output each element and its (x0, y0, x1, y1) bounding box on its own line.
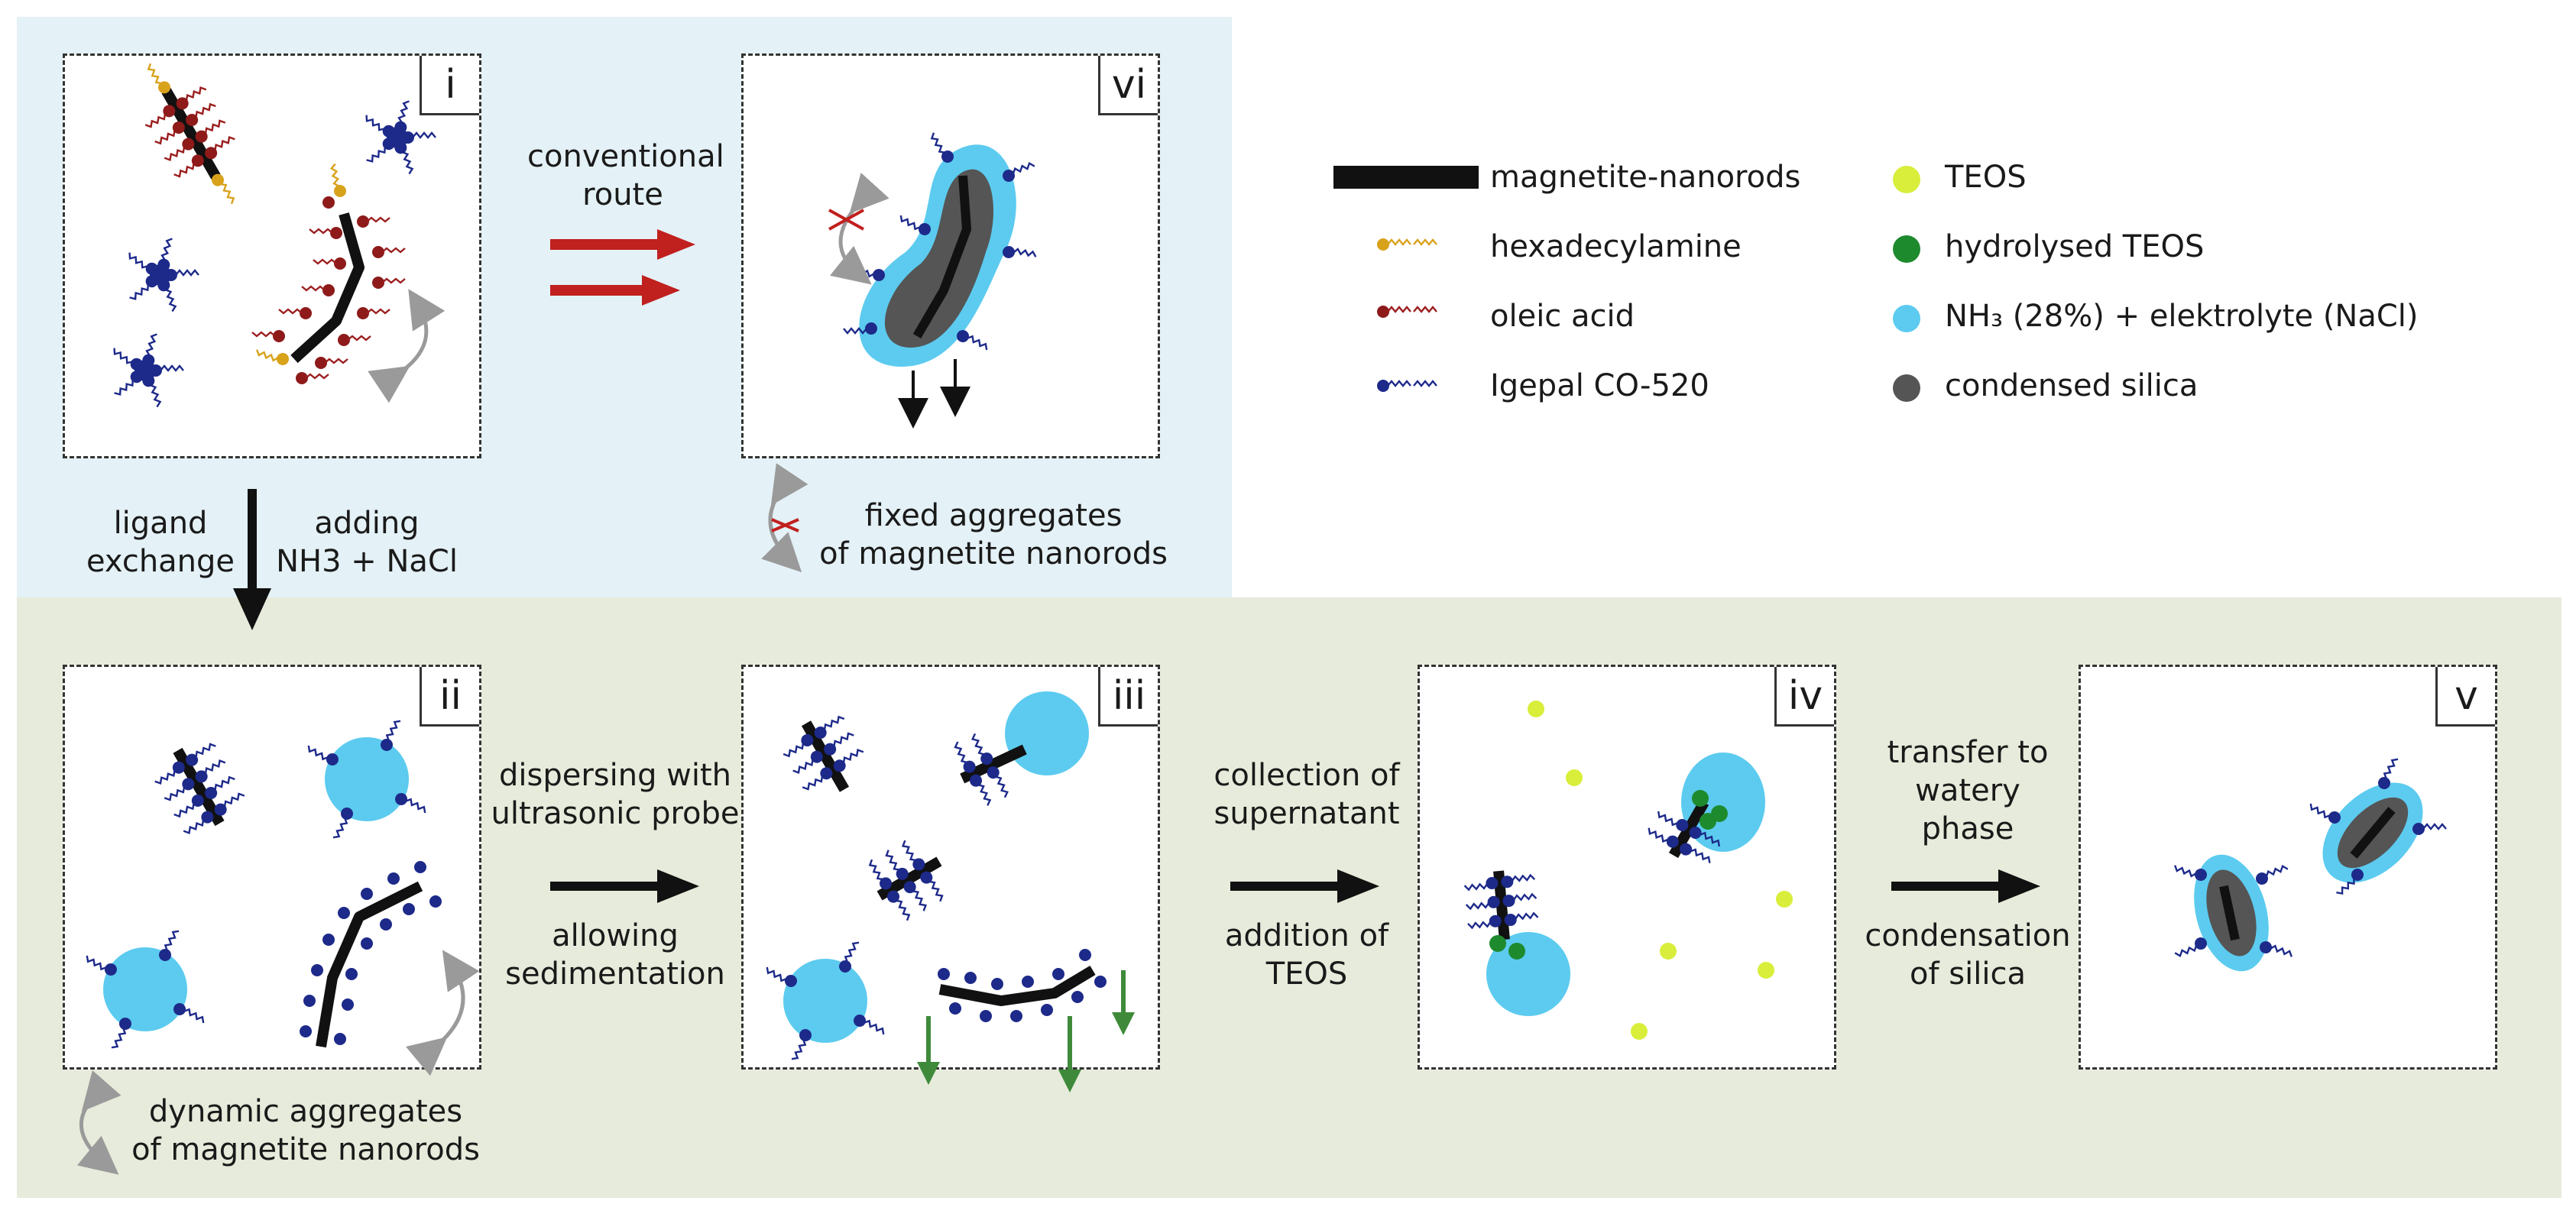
panel-iv-content (1463, 701, 1793, 1040)
arrow-iv-v (1891, 869, 2040, 903)
arrow-iii-iv (1230, 869, 1379, 903)
panel-iii-content (764, 691, 1135, 1092)
fixed-aggregate-symbol (761, 463, 808, 573)
nanorod-icon (1333, 166, 1479, 189)
panel-iv: iv (1418, 665, 1836, 1070)
legend-oleic-acid: oleic acid (1490, 299, 1635, 334)
legend-hexadecylamine: hexadecylamine (1490, 229, 1742, 264)
hydrolysed-teos-dot-icon (1893, 235, 1920, 263)
arrow-ii-iii (550, 869, 699, 903)
panel-ii-label: ii (420, 667, 479, 727)
panel-v: v (2079, 665, 2497, 1070)
panel-v-label: v (2435, 667, 2495, 727)
ammonia-droplet-icon (1893, 305, 1920, 332)
hexadecylamine-icon (1377, 238, 1438, 251)
conventional-route-arrows (550, 229, 695, 306)
panel-iv-label: iv (1774, 667, 1834, 727)
legend-silica: condensed silica (1945, 368, 2199, 403)
legend-teos: TEOS (1945, 160, 2027, 195)
panel-v-content (2173, 756, 2446, 972)
oleic-acid-icon (1377, 306, 1438, 318)
legend-hydrolysed-teos: hydrolysed TEOS (1945, 229, 2205, 264)
panel-i-label: i (420, 56, 479, 115)
panel-i-content (111, 46, 446, 409)
legend-icons (1333, 166, 1920, 402)
legend-igepal: Igepal CO-520 (1490, 368, 1709, 403)
bent-aggregate-i (251, 163, 406, 384)
teos-dot-icon (1893, 166, 1920, 193)
panel-vi-content (828, 130, 1037, 429)
panel-ii-content (84, 718, 480, 1076)
legend-ammonia: NH₃ (28%) + elektrolyte (NaCl) (1945, 299, 2419, 334)
panel-iii-label: iii (1098, 667, 1158, 727)
legend-nanorods: magnetite-nanorods (1490, 160, 1801, 195)
panel-vi-label: vi (1098, 56, 1158, 115)
silica-dot-icon (1893, 374, 1920, 402)
dynamic-aggregate-symbol (76, 1070, 122, 1175)
igepal-icon (1377, 380, 1438, 392)
down-arrow-i-ii (233, 489, 271, 630)
